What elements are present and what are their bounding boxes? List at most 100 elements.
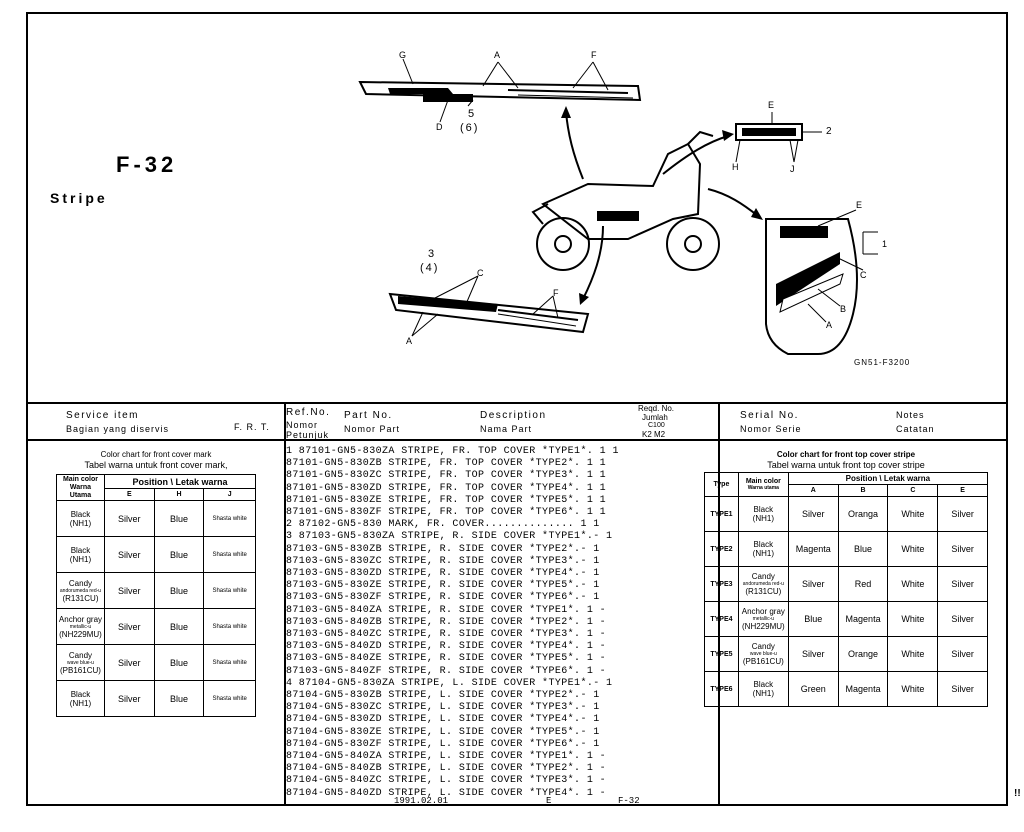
right-chart-col-header: A [787,484,839,497]
left-chart-color-name: Black [70,545,91,555]
header-part-no-id: Nomor Part [344,424,401,434]
left-chart-color-extra: wave blue-u [66,659,94,666]
left-chart-title: Color chart for front cover mark Tabel w… [56,450,256,470]
left-chart-cell: Shasta white [203,572,256,609]
left-chart-color-code: (NH1) [69,518,92,528]
right-chart-cell: Blue [837,531,889,567]
right-chart-cell: Silver [937,671,988,707]
header-refno: Ref.No. [286,407,331,418]
callout-e-cover: E [856,200,863,210]
header-service-item-id: Bagian yang diservis [66,424,170,434]
left-chart-cell: Silver [103,500,155,537]
header-serial-id: Nomor Serie [740,424,802,434]
right-chart-color-name: Candy [751,642,775,651]
header-refno-id2: Petunjuk [286,430,330,440]
right-color-chart: Type Main color Warna utama Position \ L… [704,472,989,707]
right-chart-color-name: Candy [751,572,775,581]
right-chart-cell: Silver [937,566,988,602]
callout-c-side: C [477,268,484,278]
right-chart-title-1: Color chart for front top cover stripe [776,450,916,459]
left-chart-cell: Silver [103,572,155,609]
callout-ref-1: 1 [882,239,888,249]
left-chart-cell: Shasta white [203,644,256,681]
right-chart-cell: Silver [937,496,988,532]
right-chart-type: TYPE3 [704,566,739,602]
front-cover-mark-drawing [735,123,803,141]
left-chart-color-code: (NH1) [69,698,92,708]
footer-date: 1991.02.01 [394,796,449,806]
parts-list-row: 87103-GN5-840ZC STRIPE, R. SIDE COVER *T… [286,629,607,641]
right-chart-color-name: Black [753,680,774,689]
right-chart-cell: Magenta [787,531,839,567]
right-chart-cell: Blue [787,601,839,637]
right-chart-cell: Magenta [837,601,889,637]
parts-list-row: 87103-GN5-840ZF STRIPE, R. SIDE COVER *T… [286,665,607,677]
parts-list-row: 3 87103-GN5-830ZA STRIPE, R. SIDE COVER … [286,531,613,543]
right-chart-cell: White [887,531,939,567]
right-chart-cell: Silver [937,636,988,672]
parts-list: 1 87101-GN5-830ZA STRIPE, FR. TOP COVER … [286,446,706,800]
left-chart-title-2: Tabel warna untuk front cover mark, [84,460,228,470]
right-chart-color-code: (PB161CU) [742,657,784,666]
page-title: Stripe [50,190,108,206]
callout-a-top: A [494,50,501,60]
parts-list-row: 87103-GN5-830ZC STRIPE, R. SIDE COVER *T… [286,555,600,567]
col-divider-left [284,402,286,806]
right-chart-color-code: (NH1) [752,689,774,698]
diagram-divider [28,402,1006,404]
corner-mark: !! [1014,788,1021,799]
right-chart-col-header: C [887,484,939,497]
left-chart-color-code: (NH229MU) [59,629,102,639]
right-chart-cell: Magenta [837,671,889,707]
right-chart-main-color-header: Main color Warna utama [737,472,789,497]
parts-list-row: 87103-GN5-840ZD STRIPE, R. SIDE COVER *T… [286,641,607,653]
right-chart-color-extra: metallic-u [752,616,775,622]
side-cover-stripe-drawing [388,292,590,334]
parts-list-row: 87103-GN5-830ZF STRIPE, R. SIDE COVER *T… [286,592,600,604]
right-chart-cell: Oranga [837,496,889,532]
right-chart-cell: White [887,636,939,672]
left-color-chart: Main color Warna Utama Position \ Letak … [56,474,257,717]
callout-h: H [732,162,739,172]
diagram-code: GN51-F3200 [854,358,911,367]
callout-c-cover: C [860,270,867,280]
header-reqd-id: Jumlah [642,413,668,422]
right-chart-main-color: Black(NH1) [737,671,789,707]
parts-list-row: 2 87102-GN5-830 MARK, FR. COVER.........… [286,519,600,531]
left-chart-color-code: (R131CU) [62,593,99,603]
left-chart-color-extra: andorumeda red-u [59,587,102,594]
parts-list-row: 87104-GN5-840ZB STRIPE, L. SIDE COVER *T… [286,763,607,775]
callout-ref-4: (4) [420,262,440,274]
parts-list-row: 87101-GN5-830ZF STRIPE, FR. TOP COVER *T… [286,507,607,519]
callout-g: G [399,50,407,60]
right-chart-color-code: (NH1) [752,514,774,523]
right-chart-cell: Silver [937,601,988,637]
left-chart-cell: Shasta white [203,680,256,717]
right-chart-main-color: Black(NH1) [737,531,789,567]
parts-list-row: 87103-GN5-840ZA STRIPE, R. SIDE COVER *T… [286,604,607,616]
header-notes-id: Catatan [896,424,935,434]
callout-d: D [436,122,443,132]
footer-code: F-32 [618,796,640,806]
page-code: F-32 [116,152,178,177]
right-chart-title: Color chart for front top cover stripe T… [704,450,988,470]
front-top-cover-drawing [765,218,858,355]
left-chart-cell: Blue [153,572,205,609]
right-chart-color-extra: wave blue-u [749,651,777,657]
right-chart-cell: White [887,671,939,707]
callout-ref-6: (6) [460,122,480,134]
left-chart-color-code: (NH1) [69,554,92,564]
header-serial: Serial No. [740,410,799,421]
callout-ref-3: 3 [428,248,435,260]
header-service-item: Service item [66,410,140,421]
right-chart-cell: Red [837,566,889,602]
right-chart-cell: Green [787,671,839,707]
parts-list-row: 87104-GN5-840ZC STRIPE, L. SIDE COVER *T… [286,775,607,787]
right-chart-cell: White [887,566,939,602]
